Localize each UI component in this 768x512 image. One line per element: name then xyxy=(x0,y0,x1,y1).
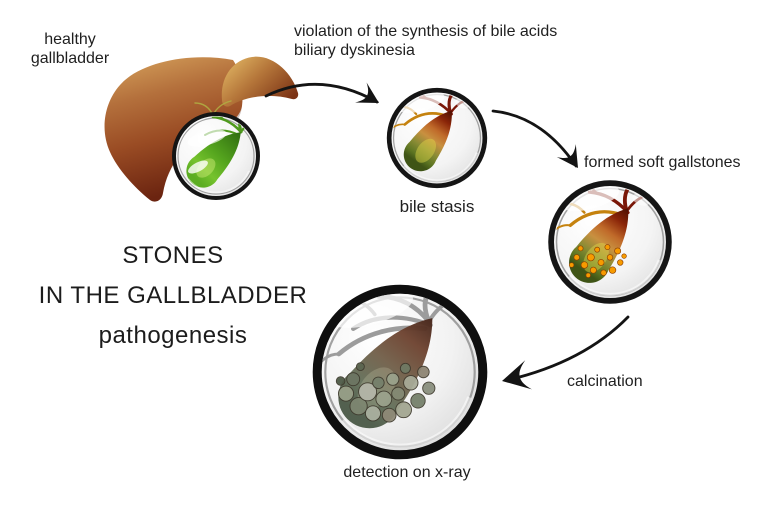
xray-circle xyxy=(312,284,488,460)
bubble-gloss xyxy=(187,129,227,147)
healthy-label-line1: healthy xyxy=(44,31,96,48)
healthy-gallbladder-magnifier xyxy=(172,112,260,200)
bubble-bottom-shine xyxy=(568,259,661,297)
calcified-stones xyxy=(335,362,436,423)
bubble-gloss xyxy=(562,186,620,212)
detection-on-xray-label: detection on x-ray xyxy=(343,464,471,481)
soft-gallstones-circle xyxy=(548,180,672,304)
liver-illustration xyxy=(104,56,299,202)
bubble-gloss xyxy=(329,293,413,328)
cause-label-line1: violation of the synthesis of bile acids xyxy=(294,23,558,40)
soft-stones-dots xyxy=(568,244,627,278)
title-line3: pathogenesis xyxy=(98,322,248,349)
cause-label: violation of the synthesis of bile acids… xyxy=(294,22,594,60)
cause-label-line2: biliary dyskinesia xyxy=(294,42,415,59)
bubble-bottom-shine xyxy=(187,170,250,194)
title-line1: STONES xyxy=(122,242,224,269)
page-title: STONES IN THE GALLBLADDER pathogenesis xyxy=(8,236,338,356)
arrow-bile-stasis-to-gallstones-icon xyxy=(491,109,578,168)
title-line2: IN THE GALLBLADDER xyxy=(38,282,308,309)
healthy-gallbladder-label: healthy gallbladder xyxy=(12,30,128,68)
calcination-label: calcination xyxy=(567,373,643,390)
healthy-label-line2: gallbladder xyxy=(30,50,110,67)
bubble-bottom-shine xyxy=(341,396,472,449)
formed-soft-gallstones-label: formed soft gallstones xyxy=(584,154,741,171)
bubble-bottom-shine xyxy=(403,152,479,182)
stased-gallbladder-icon xyxy=(403,110,452,172)
bile-stasis-label: bile stasis xyxy=(399,197,475,216)
bubble-gloss xyxy=(398,93,445,114)
liver-big-lobe xyxy=(104,57,243,202)
gallbladder-gloss xyxy=(188,160,208,174)
bile-stasis-circle xyxy=(386,87,488,189)
